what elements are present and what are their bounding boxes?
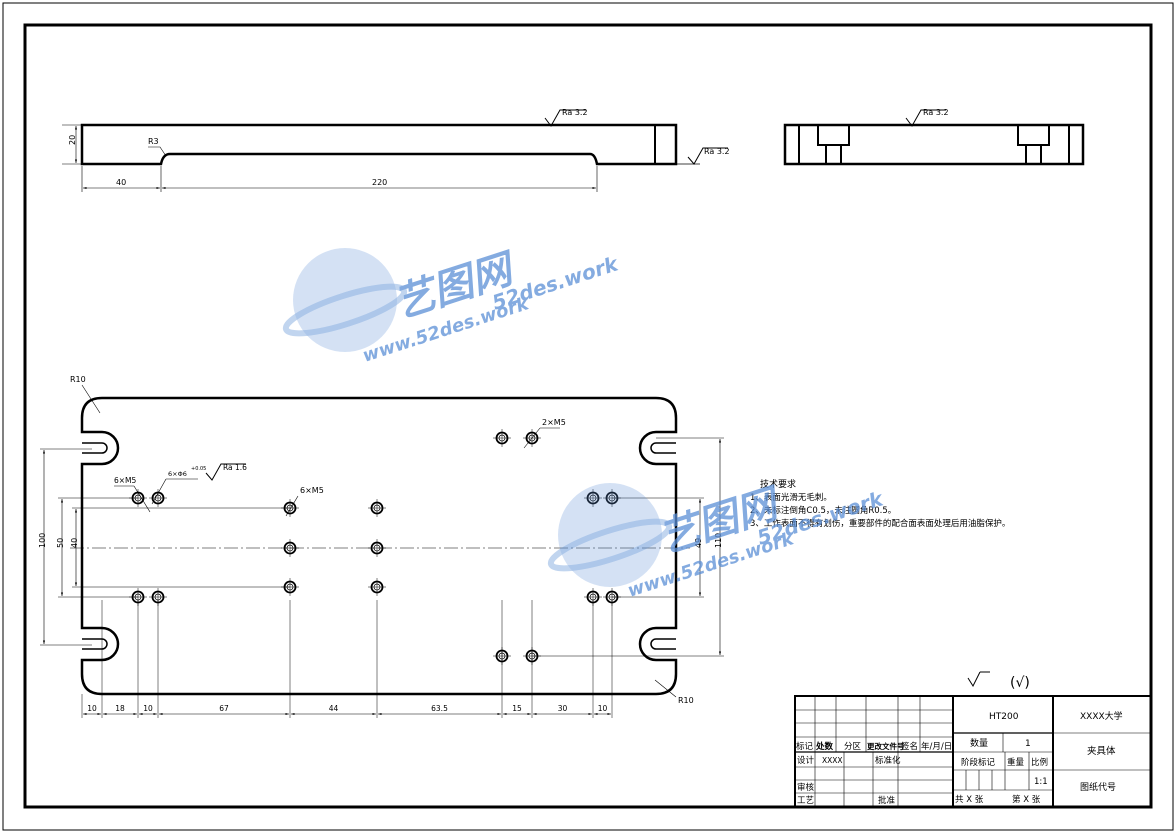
tech-title: 技术要求: [760, 478, 796, 490]
dim-v-right-outer: 110: [714, 533, 723, 548]
sign-label: 签名: [901, 741, 918, 752]
zone-label: 分区: [844, 742, 862, 752]
dim-label: 10: [143, 704, 153, 713]
dim-v-outer: 100: [38, 533, 47, 548]
hole-tolerance: +0.05: [191, 466, 206, 472]
bottom-dimensions: 10 18 10 67 44 63.5 15 30 10: [81, 600, 613, 718]
review-label: 审核: [797, 782, 815, 793]
roughness-label: Ra 3.2: [704, 147, 730, 156]
quantity-value: 1: [1025, 739, 1031, 749]
mark-label: 标记: [796, 741, 814, 752]
plan-view: R10 R10 2×M5 6×M5 6×Φ6 +0.05 Ra 1.6 6×M5…: [38, 375, 724, 718]
roughness-label: Ra 1.6: [223, 463, 247, 472]
drawing-frame: [23, 23, 1153, 809]
date-label: 年/月/日: [921, 741, 952, 752]
hole-callout: 6×M5: [114, 476, 137, 485]
roughness-label: Ra 3.2: [562, 108, 588, 117]
hole: [368, 539, 386, 557]
design-label: 设计: [797, 755, 815, 766]
tech-item: 1、表面光滑无毛刺。: [750, 492, 832, 503]
roughness-symbol: Ra 1.6: [205, 463, 247, 481]
dim-length: 220: [372, 178, 387, 187]
watermark: 艺图网 52des.work www.52des.work: [547, 480, 887, 602]
watermark: 艺图网 52des.work www.52des.work: [282, 245, 622, 367]
part-name: 夹具体: [1087, 745, 1116, 757]
fillet-label: R3: [148, 137, 159, 146]
side-view: Ra 3.2 Ra 3.2 20 R3 40 220: [62, 108, 730, 192]
hole-pattern: [129, 429, 621, 665]
quantity-label: 数量: [970, 737, 988, 749]
hole-callout: 6×M5: [300, 486, 324, 495]
approve-label: 批准: [878, 795, 896, 806]
hole-callout: 2×M5: [542, 418, 566, 427]
sheets-total: 共 X 张: [955, 795, 984, 805]
tech-item: 3、工作表面不得有划伤，重要部件的配合面表面处理后用油脂保护。: [750, 518, 1010, 529]
change-doc-label: 更改文件号: [867, 741, 905, 751]
hole: [493, 429, 511, 447]
count-label: 处数: [815, 741, 834, 752]
dim-label: 67: [219, 704, 229, 713]
roughness-symbol: Ra 3.2: [676, 147, 730, 165]
dim-label: 30: [558, 704, 568, 713]
material: HT200: [989, 712, 1019, 722]
tech-item: 2、未标注倒角C0.5，未注圆角R0.5。: [750, 505, 896, 516]
roughness-symbol: Ra 3.2: [544, 108, 588, 127]
end-view: Ra 3.2: [783, 108, 1085, 166]
drawing-no-label: 图纸代号: [1080, 781, 1116, 793]
dim-label: 15: [512, 704, 522, 713]
dim-label: 63.5: [431, 704, 448, 713]
title-block-text: HT200 XXXX大学 数量 1 夹具体 阶段标记 重量 比例 1:1 图纸代…: [796, 710, 1123, 806]
process-label: 工艺: [797, 796, 814, 806]
sheet-no: 第 X 张: [1012, 794, 1041, 805]
roughness-note: (√): [967, 671, 1030, 691]
radius-label: R10: [70, 375, 86, 384]
dim-v-inner: 40: [70, 538, 79, 548]
weight-label: 重量: [1007, 757, 1025, 768]
roughness-label: Ra 3.2: [923, 108, 949, 117]
radius-label: R10: [678, 696, 694, 705]
dim-v-mid: 50: [56, 538, 65, 548]
dim-left: 40: [116, 178, 126, 187]
dim-label: 10: [598, 704, 608, 713]
hole-callout: 6×Φ6: [168, 470, 187, 478]
dim-thickness: 20: [68, 135, 77, 145]
scale-value: 1:1: [1034, 777, 1048, 787]
stage-label: 阶段标记: [961, 757, 996, 768]
tech-requirements: 技术要求 1、表面光滑无毛刺。 2、未标注倒角C0.5，未注圆角R0.5。 3、…: [750, 478, 1010, 529]
hole: [149, 489, 167, 507]
hole: [584, 489, 602, 507]
roughness-symbol: Ra 3.2: [905, 108, 949, 127]
hole: [368, 578, 386, 596]
school-name: XXXX大学: [1080, 710, 1123, 722]
designer: XXXX: [822, 756, 843, 765]
roughness-paren: (√): [1010, 675, 1030, 691]
dim-label: 10: [87, 704, 97, 713]
scale-label: 比例: [1031, 757, 1048, 768]
hole: [281, 539, 299, 557]
title-block: [794, 695, 1152, 808]
standard-label: 标准化: [875, 755, 901, 766]
dim-label: 44: [329, 704, 339, 713]
hole: [368, 499, 386, 517]
dim-label: 18: [115, 704, 125, 713]
dim-v-right-inner: 49: [694, 538, 703, 548]
